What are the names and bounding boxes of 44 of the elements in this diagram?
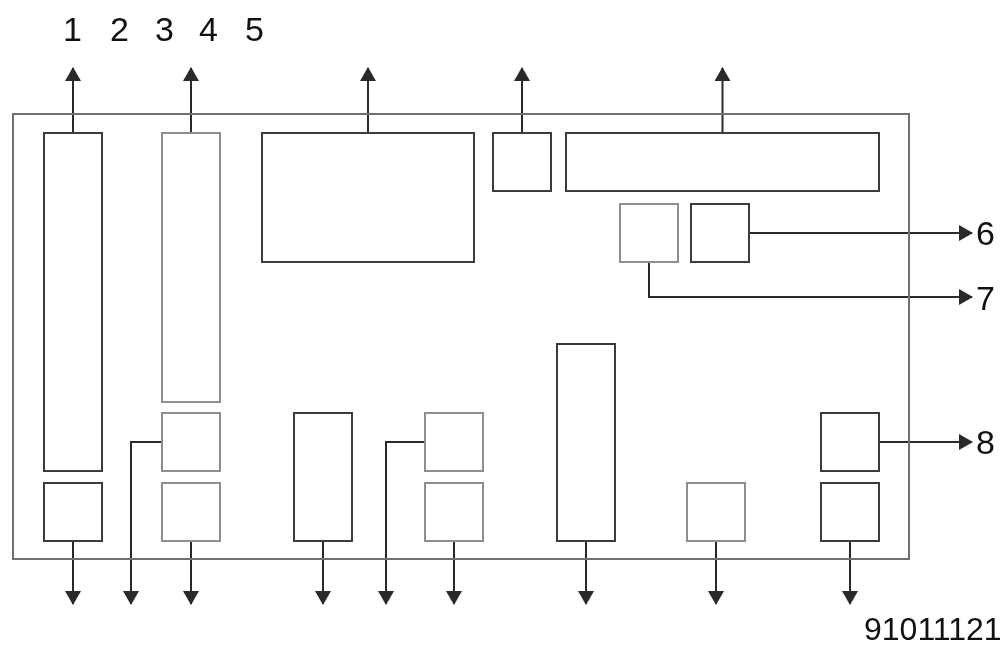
arrow	[123, 441, 162, 605]
component-box	[619, 203, 679, 263]
arrow	[708, 541, 724, 605]
arrow	[378, 441, 425, 605]
arrow	[578, 541, 594, 605]
component-box	[556, 343, 616, 542]
component-box	[424, 412, 484, 472]
callout-number: 2	[110, 12, 129, 46]
arrow	[315, 541, 331, 605]
component-box	[293, 412, 353, 542]
component-box	[43, 132, 103, 472]
component-box	[820, 482, 880, 542]
callout-number: 1	[63, 12, 82, 46]
callout-number: 5	[245, 12, 264, 46]
arrow	[648, 262, 973, 305]
arrow	[65, 541, 81, 605]
component-box	[161, 482, 221, 542]
arrow	[183, 541, 199, 605]
callout-number: 6	[976, 216, 995, 250]
arrow	[446, 541, 462, 605]
arrow	[65, 67, 81, 133]
arrow	[842, 541, 858, 605]
arrow	[879, 434, 973, 450]
component-box	[261, 132, 475, 263]
callout-number: 4	[199, 12, 218, 46]
component-box	[161, 132, 221, 403]
arrow	[514, 67, 530, 133]
component-box	[43, 482, 103, 542]
component-box	[686, 482, 746, 542]
component-box	[492, 132, 552, 192]
component-box	[820, 412, 880, 472]
arrow	[749, 225, 973, 241]
panel-outline	[12, 113, 910, 560]
callout-number: 8	[976, 425, 995, 459]
component-box	[161, 412, 221, 472]
component-box	[690, 203, 750, 263]
figure-number: 91011121	[864, 613, 1002, 645]
arrow	[714, 67, 731, 133]
callout-number: 7	[976, 281, 995, 315]
component-box	[565, 132, 880, 192]
arrow	[183, 67, 199, 133]
callout-number: 3	[155, 12, 174, 46]
component-box	[424, 482, 484, 542]
arrow	[360, 67, 376, 133]
